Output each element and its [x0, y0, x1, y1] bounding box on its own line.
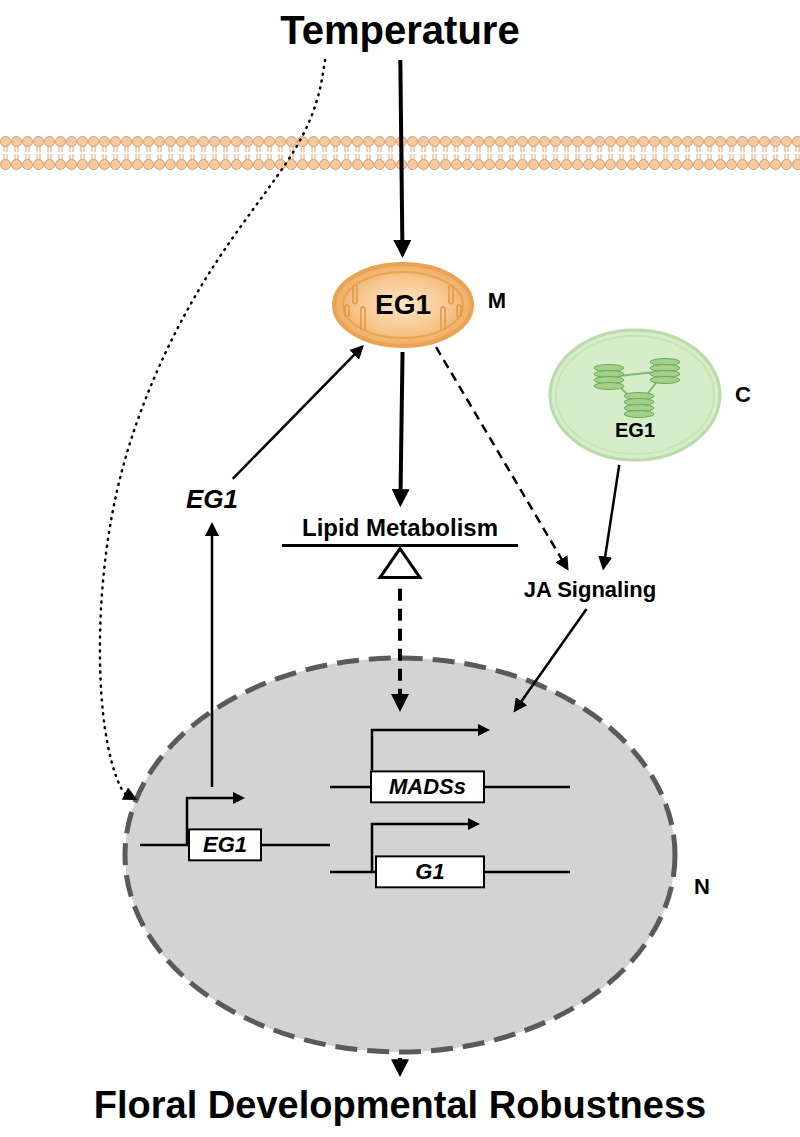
signal-label: JA Signaling — [520, 573, 660, 606]
arrow-connector — [211, 532, 214, 787]
node-text: EG1 — [186, 485, 238, 515]
process-label: Lipid Metabolism — [280, 510, 520, 586]
compartment-letter: C — [735, 382, 751, 407]
node-text: Lipid Metabolism — [302, 514, 498, 542]
promoter-arrowhead — [468, 818, 480, 830]
text-slot: MADSs — [370, 770, 485, 803]
arrow-connector — [401, 352, 403, 495]
arrow-connector — [400, 60, 402, 245]
text-slot: Lipid Metabolism — [302, 514, 498, 542]
crista — [345, 305, 349, 317]
arrow-connector — [605, 465, 620, 561]
text-slot: Floral Developmental Robustness — [94, 1084, 706, 1128]
chloroplast-outline — [550, 330, 720, 460]
inner-membrane — [343, 272, 463, 338]
text-slot: Temperature — [280, 7, 519, 53]
nucleus: EG1MADSsG1N — [122, 655, 678, 1055]
transcript-label: EG1 — [182, 481, 242, 519]
node-shape — [547, 327, 723, 463]
outcome-label: Floral Developmental Robustness — [90, 1080, 710, 1132]
node-text: Temperature — [280, 7, 519, 53]
text-slot: EG1 — [615, 419, 655, 442]
thylakoid — [624, 411, 654, 418]
gene-construct: G1 — [330, 812, 570, 892]
text-slot: M — [488, 288, 506, 313]
node-text: JA Signaling — [524, 577, 656, 602]
node-text: EG1 — [375, 289, 431, 321]
text-slot: N — [694, 874, 710, 899]
balance-fulcrum — [380, 549, 420, 578]
compartment-letter: M — [488, 288, 506, 313]
text-slot: G1 — [375, 855, 485, 888]
node-text: MADSs — [370, 770, 485, 803]
node-text: EG1 — [188, 828, 262, 861]
arrow-connector — [519, 609, 586, 704]
text-slot: EG1 — [188, 828, 262, 861]
promoter-arrowhead — [478, 724, 490, 736]
text-slot: EG1 — [375, 289, 431, 321]
text-slot: C — [735, 382, 751, 407]
gene-construct: MADSs — [330, 715, 570, 810]
thylakoid — [594, 383, 624, 390]
node-text: EG1 — [615, 419, 655, 442]
nucleus-outline — [125, 658, 675, 1052]
chloroplast: EG1C — [547, 327, 723, 463]
crista — [449, 285, 453, 304]
node-text: Floral Developmental Robustness — [94, 1084, 706, 1128]
arrow-connector — [398, 1058, 402, 1065]
mitochondrion: EG1M — [331, 261, 475, 349]
text-slot: JA Signaling — [524, 577, 656, 602]
arrow-connector — [233, 352, 357, 479]
crista — [457, 305, 461, 317]
gene-construct: EG1 — [140, 790, 330, 870]
crista — [441, 307, 445, 330]
text-slot: EG1 — [186, 485, 238, 515]
crista — [361, 307, 365, 330]
mitochondrion-outline — [334, 264, 472, 346]
inner-envelope — [556, 336, 714, 454]
promoter-arrowhead — [233, 792, 245, 804]
stimulus-label: Temperature — [276, 3, 523, 57]
node-text: N — [694, 874, 710, 899]
crista — [353, 285, 357, 304]
node-text: G1 — [375, 855, 485, 888]
thylakoid — [650, 377, 680, 384]
